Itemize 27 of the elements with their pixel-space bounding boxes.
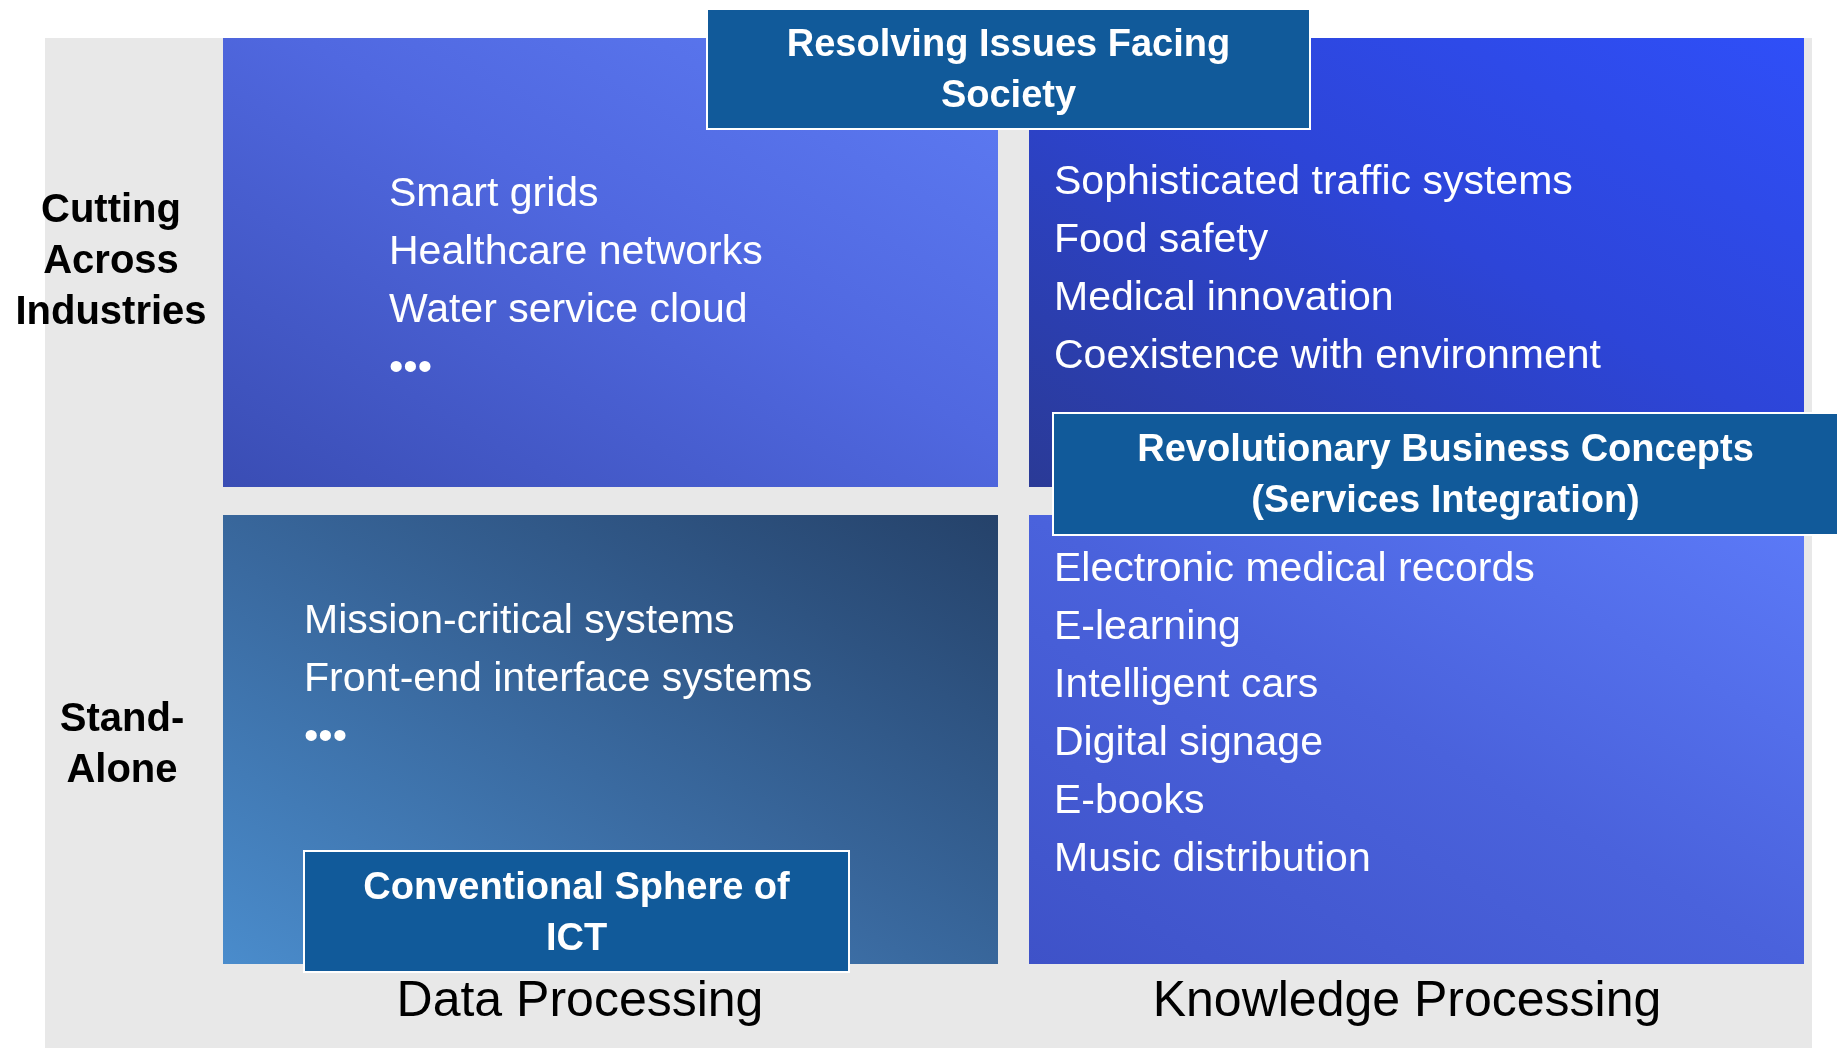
list-item: Medical innovation <box>1054 272 1394 321</box>
list-item: Healthcare networks <box>389 226 763 275</box>
list-item: Mission-critical systems <box>304 595 735 644</box>
banner-title: Resolving Issues Facing Society <box>785 21 1232 117</box>
list-item: Food safety <box>1054 214 1269 263</box>
list-item: Music distribution <box>1054 833 1371 882</box>
list-item: E-learning <box>1054 601 1241 650</box>
list-item: Intelligent cars <box>1054 659 1319 708</box>
banner-title: Revolutionary Business Concepts (Services Integration) <box>1136 426 1755 522</box>
list-item: Front-end interface systems <box>304 653 813 702</box>
axis-label: Data Processing <box>395 970 765 1028</box>
list-item: Coexistence with environment <box>1054 330 1601 379</box>
row-label: Stand-Alone <box>58 694 186 792</box>
row-label: Cutting Across Industries <box>14 185 208 334</box>
axis-label: Knowledge Processing <box>1151 970 1663 1028</box>
banner-title: Conventional Sphere of ICT <box>362 863 791 960</box>
list-item: ••• <box>389 342 433 391</box>
list-item: E-books <box>1054 775 1205 824</box>
list-item: Water service cloud <box>389 284 748 333</box>
list-item: Sophisticated traffic systems <box>1054 156 1573 205</box>
list-item: ••• <box>304 711 348 760</box>
list-item: Digital signage <box>1054 717 1323 766</box>
heading-banner <box>1052 412 1839 536</box>
list-item: Smart grids <box>389 168 599 217</box>
list-item: Electronic medical records <box>1054 543 1535 592</box>
heading-banner <box>303 850 850 973</box>
heading-banner <box>706 8 1311 130</box>
